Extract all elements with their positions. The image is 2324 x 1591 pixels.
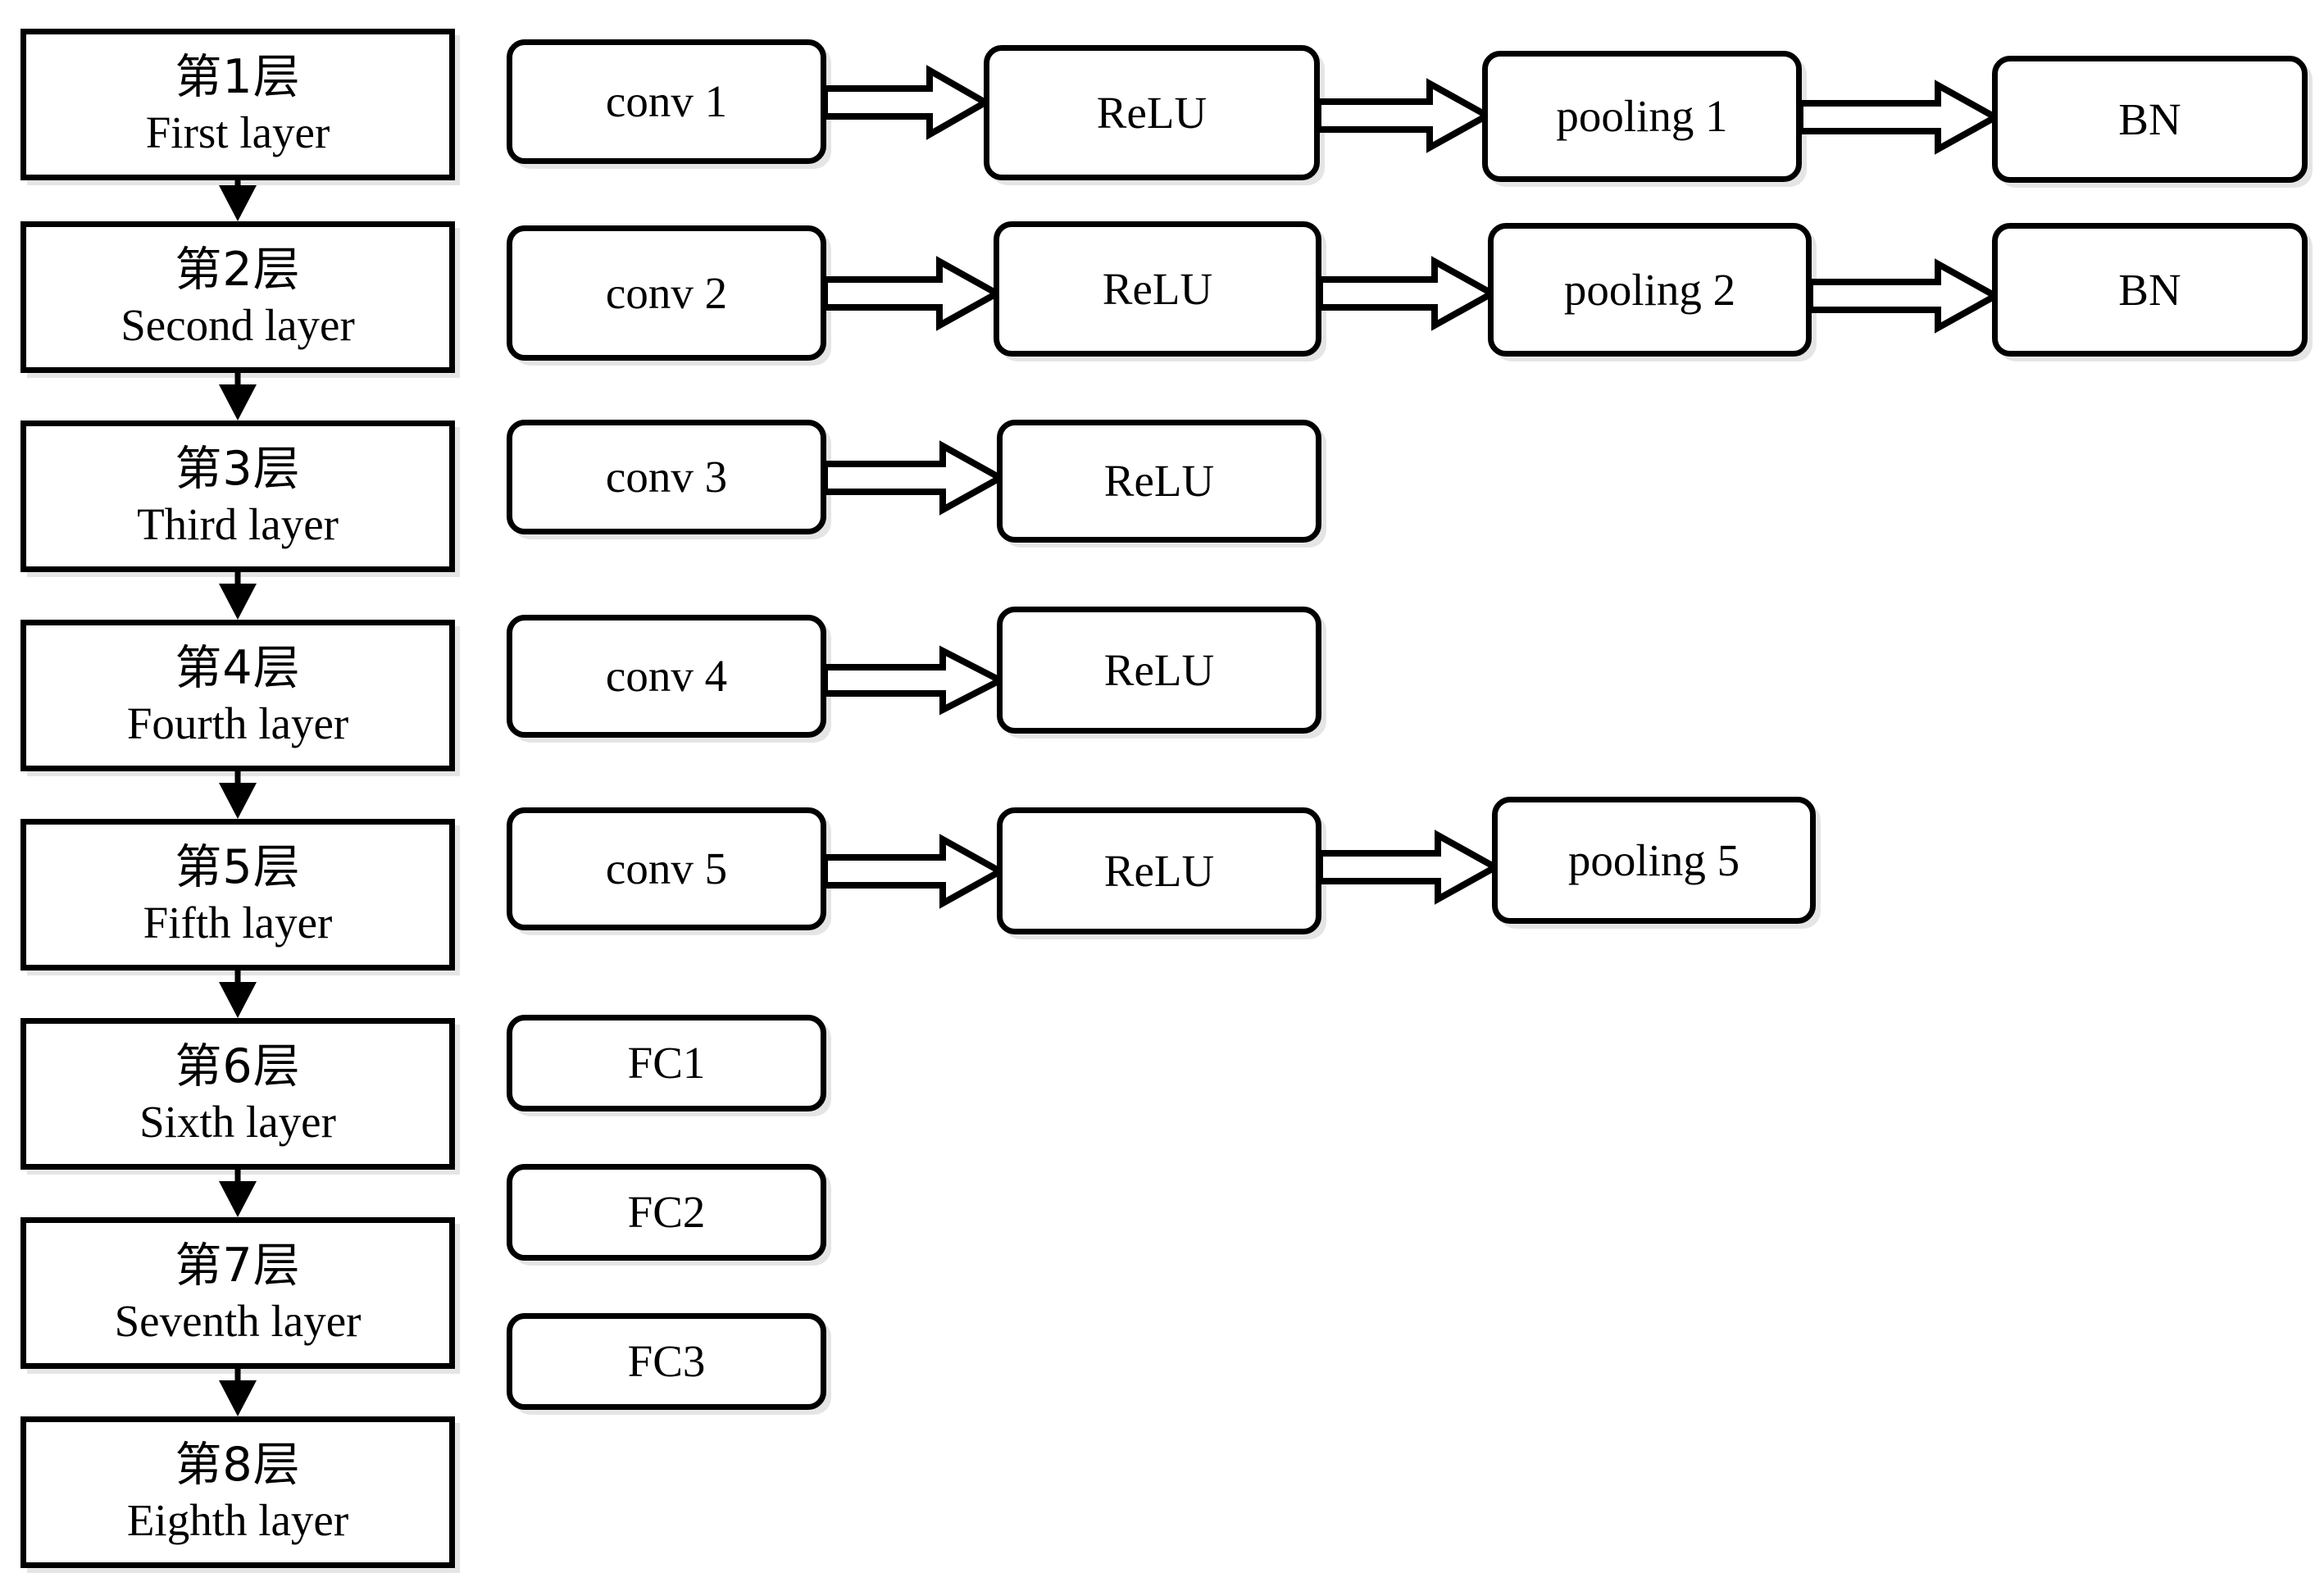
- op-label-relu-1: ReLU: [1096, 87, 1207, 138]
- op-box-relu-2[interactable]: ReLU: [994, 221, 1321, 357]
- layer-box-5-en: Fifth layer: [143, 897, 333, 948]
- op-box-conv-4[interactable]: conv 4: [507, 615, 826, 738]
- layer-arrow-6-7: [219, 1170, 257, 1217]
- layer-box-7-en: Seventh layer: [114, 1295, 362, 1346]
- flow-arrow-conv2-relu2: [821, 256, 1004, 331]
- flow-arrow-relu5-pool5: [1317, 830, 1503, 905]
- layer-arrow-4-5: [219, 771, 257, 819]
- op-box-bn-1[interactable]: BN: [1992, 56, 2308, 183]
- layer-arrow-1-2: [219, 180, 257, 221]
- layer-box-6[interactable]: 第6层 Sixth layer: [20, 1018, 455, 1170]
- op-box-fc1[interactable]: FC1: [507, 1015, 826, 1111]
- op-label-conv-1: conv 1: [605, 76, 728, 127]
- op-label-relu-5: ReLU: [1103, 845, 1215, 896]
- op-box-fc3[interactable]: FC3: [507, 1313, 826, 1410]
- op-box-fc2[interactable]: FC2: [507, 1164, 826, 1261]
- layer-box-8-en: Eighth layer: [126, 1494, 349, 1545]
- op-label-conv-4: conv 4: [605, 651, 728, 702]
- op-box-relu-5[interactable]: ReLU: [997, 807, 1321, 934]
- layer-arrow-5-6: [219, 971, 257, 1018]
- layer-box-8-cn: 第8层: [175, 1437, 301, 1492]
- layer-box-5[interactable]: 第5层 Fifth layer: [20, 819, 455, 971]
- op-box-relu-1[interactable]: ReLU: [984, 45, 1320, 180]
- op-box-bn-2[interactable]: BN: [1992, 223, 2308, 357]
- op-label-pooling-5: pooling 5: [1567, 834, 1740, 885]
- op-label-conv-3: conv 3: [605, 452, 728, 502]
- op-label-fc2: FC2: [627, 1187, 706, 1238]
- flow-arrow-conv1-relu1: [821, 65, 993, 140]
- layer-box-2-en: Second layer: [121, 299, 355, 350]
- op-label-bn-2: BN: [2118, 264, 2181, 315]
- layer-box-3-en: Third layer: [137, 498, 339, 549]
- layer-box-4-en: Fourth layer: [126, 698, 349, 748]
- layer-box-3-cn: 第3层: [175, 441, 301, 496]
- layer-box-4-cn: 第4层: [175, 640, 301, 695]
- flow-arrow-pool1-bn1: [1797, 80, 2003, 155]
- op-label-pooling-1: pooling 1: [1556, 91, 1728, 142]
- layer-box-5-cn: 第5层: [175, 839, 301, 894]
- flow-arrow-conv3-relu3: [821, 440, 1007, 516]
- op-label-pooling-2: pooling 2: [1563, 264, 1736, 315]
- layer-arrow-3-4: [219, 572, 257, 620]
- layer-box-1-en: First layer: [145, 107, 330, 157]
- layer-box-7[interactable]: 第7层 Seventh layer: [20, 1217, 455, 1369]
- op-box-relu-3[interactable]: ReLU: [997, 420, 1321, 543]
- flow-arrow-pool2-bn2: [1807, 258, 2003, 334]
- layer-box-8[interactable]: 第8层 Eighth layer: [20, 1416, 455, 1568]
- op-box-conv-3[interactable]: conv 3: [507, 420, 826, 534]
- op-label-conv-5: conv 5: [605, 843, 728, 894]
- layer-box-6-en: Sixth layer: [139, 1096, 336, 1147]
- layer-box-3[interactable]: 第3层 Third layer: [20, 420, 455, 572]
- op-label-fc3: FC3: [627, 1336, 706, 1387]
- flow-arrow-conv4-relu4: [821, 645, 1007, 716]
- op-label-bn-1: BN: [2118, 93, 2181, 144]
- op-box-conv-1[interactable]: conv 1: [507, 39, 826, 164]
- layer-box-6-cn: 第6层: [175, 1039, 301, 1093]
- layer-box-1[interactable]: 第1层 First layer: [20, 29, 455, 180]
- layer-box-4[interactable]: 第4层 Fourth layer: [20, 620, 455, 771]
- layer-box-7-cn: 第7层: [175, 1238, 301, 1293]
- op-box-conv-2[interactable]: conv 2: [507, 225, 826, 361]
- flow-arrow-relu1-pool1: [1315, 78, 1494, 153]
- op-label-relu-2: ReLU: [1102, 263, 1213, 314]
- flow-arrow-relu2-pool2: [1317, 256, 1499, 331]
- op-box-pooling-2[interactable]: pooling 2: [1488, 223, 1812, 357]
- op-box-conv-5[interactable]: conv 5: [507, 807, 826, 930]
- flow-arrow-conv5-relu5: [821, 834, 1007, 909]
- op-label-conv-2: conv 2: [605, 267, 728, 318]
- op-box-pooling-5[interactable]: pooling 5: [1492, 797, 1816, 924]
- op-box-pooling-1[interactable]: pooling 1: [1482, 51, 1802, 182]
- layer-arrow-2-3: [219, 373, 257, 420]
- op-label-relu-4: ReLU: [1103, 644, 1215, 695]
- layer-box-2-cn: 第2层: [175, 242, 301, 297]
- layer-box-1-cn: 第1层: [175, 49, 301, 104]
- op-box-relu-4[interactable]: ReLU: [997, 607, 1321, 734]
- layer-arrow-7-8: [219, 1369, 257, 1416]
- op-label-relu-3: ReLU: [1103, 456, 1215, 507]
- op-label-fc1: FC1: [627, 1038, 706, 1089]
- layer-box-2[interactable]: 第2层 Second layer: [20, 221, 455, 373]
